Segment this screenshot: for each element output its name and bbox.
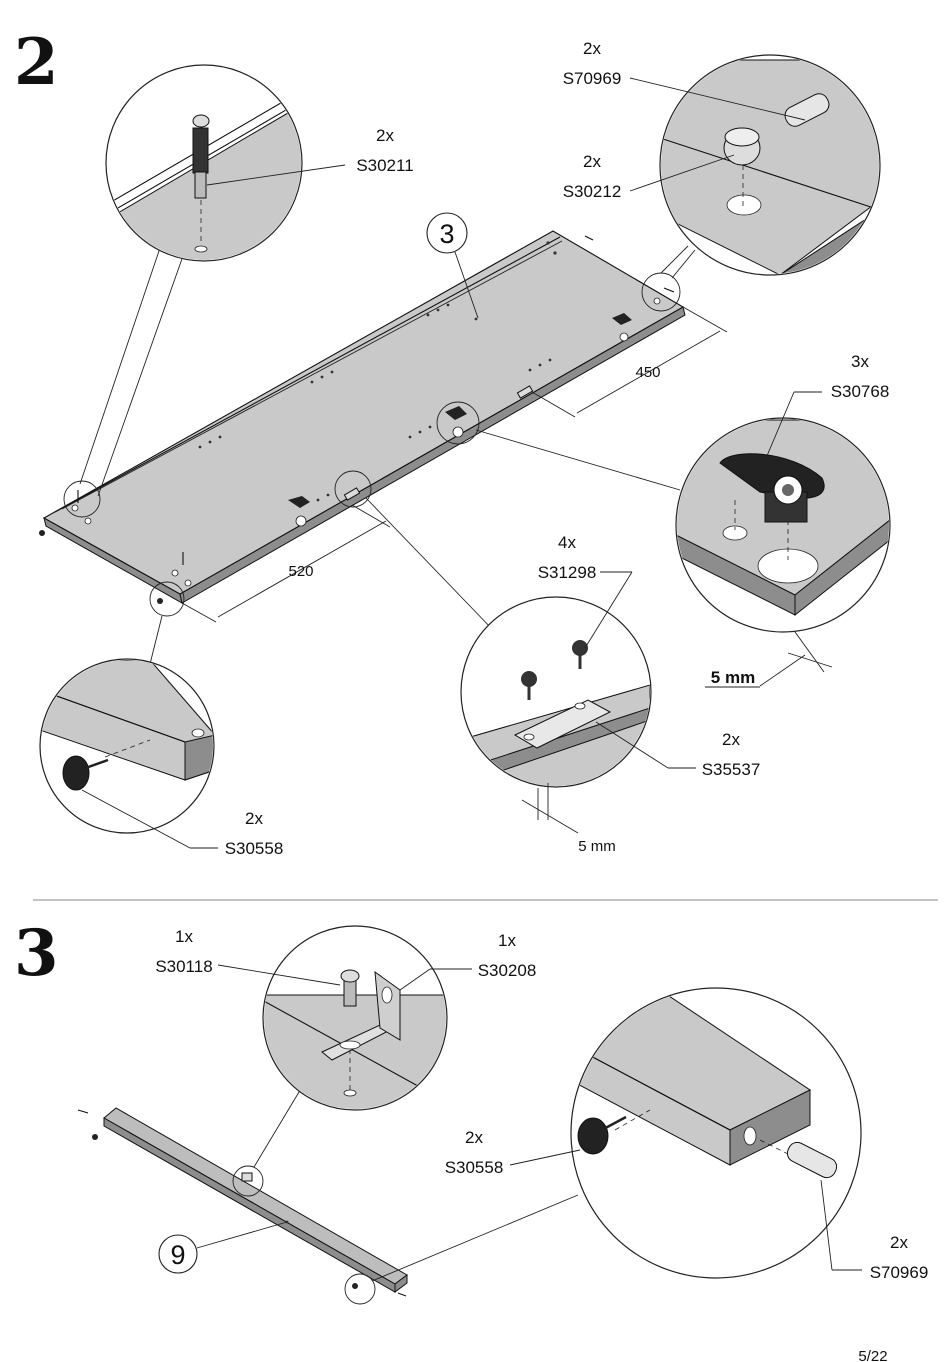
callout-s30211-qty: 2x	[376, 126, 394, 145]
screw-icon	[340, 969, 360, 983]
callout-s30558-step3-qty: 2x	[465, 1128, 483, 1147]
callout-s70969-qty: 2x	[583, 39, 601, 58]
cam-lock-icon	[612, 313, 632, 325]
callout-s70969-step3-code: S70969	[870, 1263, 929, 1282]
part-number-3-label: 3	[439, 219, 454, 249]
callout-s30208-code: S30208	[478, 961, 537, 980]
part-number-9: 9	[158, 1221, 288, 1274]
glide-icon	[157, 598, 163, 604]
panel-holes	[71, 241, 661, 587]
angle-bracket-icon	[374, 970, 401, 1041]
glide-icon	[352, 1283, 358, 1289]
callout-s70969-step3-qty: 2x	[890, 1233, 908, 1252]
step-number-2: 2	[14, 25, 59, 100]
callout-s31298-code: S31298	[538, 563, 597, 582]
dimension-520-label: 520	[288, 563, 313, 580]
callout-s30558-qty: 2x	[245, 809, 263, 828]
callout-s31298-qty: 4x	[558, 533, 576, 552]
callout-s30212-code: S30212	[563, 182, 622, 201]
dowel-icon	[786, 1141, 838, 1179]
glide-nail-icon	[577, 1117, 609, 1155]
glide-nail-icon	[62, 755, 90, 791]
callout-s30208-qty: 1x	[498, 931, 516, 950]
page-number: 5/22	[858, 1348, 887, 1362]
dimension-450-label: 450	[635, 364, 660, 381]
panel-part-3	[39, 230, 686, 617]
callout-s30211-code: S30211	[356, 156, 413, 175]
callout-s30558-step3-code: S30558	[445, 1158, 504, 1177]
callout-s30118-qty: 1x	[175, 927, 193, 946]
detail-bubble-angle-bracket	[217, 925, 472, 1168]
callout-s35537-qty: 2x	[722, 730, 740, 749]
dimension-5mm: 5 mm	[578, 838, 616, 855]
dimension-5mm-bold: 5 mm	[711, 668, 755, 687]
detail-bubble-glide	[39, 615, 218, 849]
bracket-icon	[241, 1172, 253, 1182]
callout-s30212-qty: 2x	[583, 152, 601, 171]
dimension-450: 450	[531, 306, 728, 418]
dimension-520: 520	[181, 504, 391, 623]
glide-icon	[39, 530, 45, 536]
callout-s30768-qty: 3x	[851, 352, 869, 371]
callout-s35537-code: S35537	[702, 760, 761, 779]
cam-bolt-icon	[192, 114, 210, 128]
mounting-plate-icon	[513, 699, 612, 749]
rail-part-9	[77, 1107, 408, 1305]
step-number-3: 3	[14, 916, 59, 991]
cam-lock-icon	[445, 406, 467, 420]
callout-s70969-code: S70969	[563, 69, 622, 88]
callout-s30768-code: S30768	[831, 382, 890, 401]
detail-bubble-cam-housing	[629, 54, 881, 279]
part-number-3: 3	[426, 212, 479, 319]
detail-bubble-rail-end	[371, 987, 862, 1282]
glide-icon	[92, 1134, 98, 1140]
detail-bubble-mounting-plate	[365, 497, 696, 834]
bracket-icon	[516, 385, 534, 399]
detail-bubble-shelf-support	[475, 391, 891, 687]
part-number-9-label: 9	[170, 1240, 185, 1270]
bracket-icon	[343, 487, 361, 501]
callout-s30118-code: S30118	[155, 957, 212, 976]
cam-lock-icon	[288, 496, 310, 508]
callout-s30558-code: S30558	[225, 839, 284, 858]
